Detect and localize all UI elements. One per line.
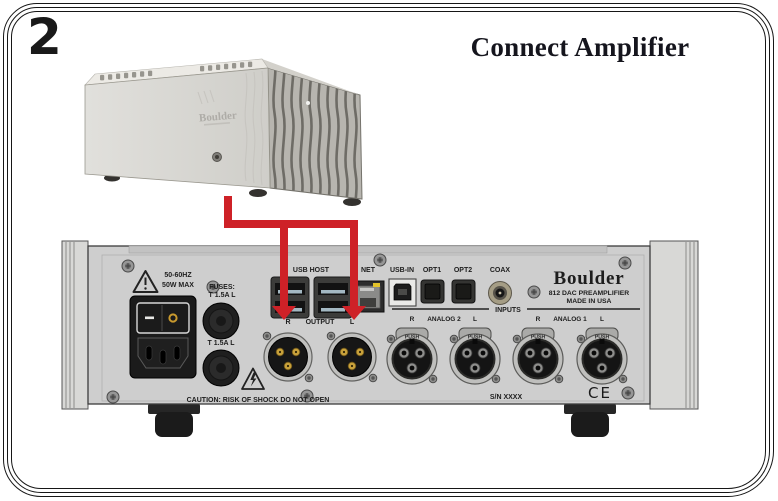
shock-warning-triangle-icon bbox=[241, 367, 265, 390]
usb-in-port bbox=[388, 278, 417, 307]
right-rail-lines bbox=[685, 242, 695, 408]
power-switch bbox=[136, 302, 190, 334]
brand-logo: Boulder bbox=[553, 268, 624, 289]
analog1-right-label: R bbox=[536, 316, 541, 323]
chassis-top-lip bbox=[128, 245, 608, 254]
rear-panel: 50-60HZ 50W MAX FUSES: T 1.5A L T 1.5A L bbox=[61, 240, 699, 437]
analog-outputs: R OUTPUT L bbox=[263, 319, 377, 382]
bottom-row: CAUTION: RISK OF SHOCK DO NOT OPEN S/N X… bbox=[187, 367, 612, 404]
fuse-holder-1 bbox=[202, 302, 240, 340]
amplifier-foot bbox=[343, 198, 361, 206]
inputs-heading: INPUTS bbox=[495, 307, 521, 314]
xlr-output-right bbox=[263, 332, 313, 382]
push-tab-label: PUSH bbox=[595, 335, 610, 341]
figure-title: Connect Amplifier bbox=[470, 32, 690, 62]
power-switch-off-mark bbox=[168, 313, 178, 323]
coax-port bbox=[488, 281, 512, 305]
arrow-left-channel-stem bbox=[350, 226, 358, 306]
amplifier-foot bbox=[249, 189, 267, 197]
usb-host-label: USB HOST bbox=[293, 267, 330, 274]
fuse-rating-1: T 1.5A L bbox=[209, 292, 237, 299]
amplifier-top-right bbox=[262, 59, 360, 95]
arrow-right-channel-head bbox=[272, 306, 296, 320]
opt2-label: OPT2 bbox=[454, 267, 472, 274]
opt1-label: OPT1 bbox=[423, 267, 441, 274]
digital-ports: USB HOST NET USB-IN OPT1 bbox=[270, 267, 512, 319]
amplifier-highlight-dot bbox=[306, 101, 310, 105]
usb-host-port-2 bbox=[313, 276, 353, 319]
usb-in-label: USB-IN bbox=[390, 267, 414, 274]
output-group-label: OUTPUT bbox=[306, 319, 336, 326]
analog1-name-label: ANALOG 1 bbox=[553, 316, 587, 323]
power-section: 50-60HZ 50W MAX bbox=[129, 270, 197, 379]
push-tab-label: PUSH bbox=[531, 335, 546, 341]
left-rail-lines bbox=[65, 242, 75, 408]
brand-model: 812 DAC PREAMPLIFIER bbox=[549, 290, 630, 297]
brand-origin: MADE IN USA bbox=[567, 298, 612, 305]
warning-triangle-icon bbox=[132, 270, 159, 293]
panel-inner-outline bbox=[101, 254, 645, 402]
analog2-name-label: ANALOG 2 bbox=[427, 316, 461, 323]
arrow-left-channel-head bbox=[342, 306, 366, 320]
fuse-holder-2 bbox=[202, 349, 240, 387]
push-tab-label: PUSH bbox=[468, 335, 483, 341]
caution-text: CAUTION: RISK OF SHOCK DO NOT OPEN bbox=[187, 397, 330, 404]
push-tab-label: PUSH bbox=[405, 335, 420, 341]
output-right-label: R bbox=[285, 319, 290, 326]
connection-bar bbox=[224, 220, 358, 228]
amplifier-power-button-center bbox=[215, 155, 219, 159]
brand-block: Boulder 812 DAC PREAMPLIFIER MADE IN USA bbox=[549, 268, 630, 305]
chassis-feet bbox=[148, 404, 616, 437]
amplifier-front bbox=[84, 67, 271, 189]
ethernet-led bbox=[373, 283, 380, 287]
xlr-output-left bbox=[327, 332, 377, 382]
output-left-label: L bbox=[350, 319, 355, 326]
analog-inputs: INPUTS R ANALOG 2 L R ANALOG 1 L PUSH PU… bbox=[387, 307, 640, 384]
amplifier-model-line bbox=[203, 121, 231, 126]
fuse-section: FUSES: T 1.5A L T 1.5A L bbox=[202, 284, 240, 387]
net-label: NET bbox=[361, 267, 376, 274]
analog1-left-label: L bbox=[600, 316, 604, 323]
serial-number: S/N XXXX bbox=[490, 394, 523, 401]
step-number: 2 bbox=[27, 8, 62, 66]
lightning-bolt-icon bbox=[250, 372, 257, 387]
connection-stem bbox=[224, 196, 232, 228]
amplifier-front-engraving bbox=[197, 70, 264, 186]
power-max-label: 50W MAX bbox=[162, 282, 194, 289]
power-frequency-label: 50-60HZ bbox=[164, 272, 192, 279]
arrow-right-channel-stem bbox=[280, 226, 288, 306]
analog2-left-label: L bbox=[473, 316, 477, 323]
chassis-right-rail bbox=[649, 240, 699, 410]
optical-port-1 bbox=[420, 279, 445, 304]
connection-arrows bbox=[224, 196, 366, 320]
power-switch-on-mark bbox=[145, 316, 154, 320]
fuses-heading: FUSES: bbox=[209, 284, 235, 291]
amplifier-heatsink-side bbox=[267, 67, 363, 200]
coax-label: COAX bbox=[490, 267, 511, 274]
amplifier-top-vents bbox=[100, 61, 253, 81]
optical-port-2 bbox=[451, 279, 476, 304]
ce-mark: CE bbox=[588, 384, 612, 402]
amplifier-photo: Boulder bbox=[84, 58, 363, 206]
fuse-rating-2: T 1.5A L bbox=[208, 340, 236, 347]
amplifier-brand-logo: Boulder bbox=[199, 110, 238, 125]
analog2-right-label: R bbox=[410, 316, 415, 323]
